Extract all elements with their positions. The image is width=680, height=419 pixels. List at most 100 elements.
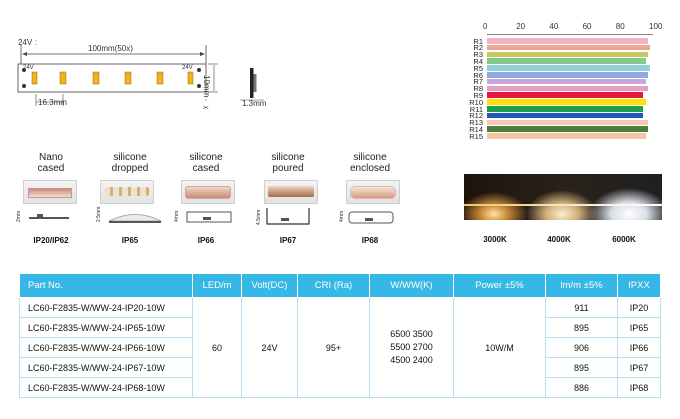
col-header-ww: W/WW(K) — [369, 273, 454, 298]
col-header-part-no: Part No. — [19, 273, 193, 298]
cri-tick-label: 80 — [615, 22, 625, 31]
cri-row-label: R6 — [473, 70, 483, 80]
protection-title: silicone — [271, 152, 305, 163]
pitch-label: 16.3mm — [38, 98, 67, 107]
pad-mark: 24V — [23, 65, 34, 71]
col-header-led-per-m: LED/m — [192, 273, 242, 298]
ww-line: 6500 3500 — [390, 329, 433, 339]
cri-row-label: R9 — [473, 90, 483, 100]
cri-bar — [487, 65, 650, 71]
ww-cell: 6500 3500 5500 2700 4500 2400 — [369, 297, 454, 398]
dim-label: 4mm — [339, 210, 345, 222]
ipxx-cell: IP66 — [617, 337, 661, 358]
silicone-cased-image — [181, 180, 235, 204]
lumens-cell: 886 — [545, 377, 618, 398]
protection-subtitle: dropped — [111, 163, 149, 174]
cri-row-label: R8 — [473, 84, 483, 94]
thickness-label: 1.3mm — [242, 99, 267, 108]
cri-row-label: R13 — [469, 118, 483, 128]
cri-bar — [487, 85, 649, 92]
led-per-m-cell: 60 — [192, 297, 242, 398]
dim-label: 4mm — [174, 210, 180, 222]
col-header-ipxx: IPXX — [617, 273, 661, 298]
protection-item-silicone-cased: silicone cased — [172, 152, 240, 174]
table-row: LC60-F2835-W/WW-24-IP20-10W 60 24V 95+ 6… — [19, 297, 661, 398]
protection-item-silicone-dropped: silicone dropped — [96, 152, 164, 174]
protection-code: IP67 — [279, 236, 297, 245]
pad-mark: 24V — [182, 65, 193, 71]
protection-code: IP66 — [197, 236, 215, 245]
table-row: LC60-F2835-W/WW-24-IP66-10W 906 IP66 — [19, 337, 661, 358]
cri-bar — [487, 106, 644, 112]
col-header-lumens: lm/m ±5% — [545, 273, 618, 298]
cri-bar — [487, 112, 644, 119]
silicone-poured-image — [264, 180, 318, 204]
cri-bar — [487, 72, 649, 78]
lumens-cell: 906 — [545, 337, 618, 358]
cri-tick-label: 60 — [582, 22, 592, 31]
protection-title: Nano — [39, 152, 63, 163]
cri-row-label: R14 — [469, 124, 483, 134]
protection-subtitle: enclosed — [349, 163, 391, 174]
cri-row-label: R4 — [473, 56, 483, 66]
lumens-cell: 895 — [545, 357, 618, 378]
protection-item-nano-cased: Nano cased — [17, 152, 85, 174]
cri-row-label: R12 — [469, 111, 483, 121]
cct-comparison-photo — [464, 174, 662, 220]
cri-row-label: R5 — [473, 63, 483, 73]
cri-bar — [487, 38, 649, 44]
cct-label-6000k: 6000K — [612, 235, 636, 244]
protection-item-silicone-poured: silicone poured — [254, 152, 322, 174]
protection-subtitle: cased — [192, 163, 220, 174]
cri-bar — [487, 126, 649, 132]
ww-line: 5500 2700 — [390, 342, 433, 352]
protection-subtitle: cased — [37, 163, 65, 174]
protection-code: IP20/IP62 — [33, 236, 69, 245]
cri-row-label: R7 — [473, 77, 483, 87]
cri-bar — [487, 119, 649, 126]
spec-table: Part No. LED/m Volt(DC) CRI (Ra) W/WW(K)… — [19, 273, 661, 398]
part-number: LC60-F2835-W/WW-24-IP65-10W — [19, 317, 193, 338]
cri-bar — [487, 44, 650, 51]
cri-tick-label: 0 — [483, 22, 488, 31]
dim-label: 2mm — [16, 210, 22, 222]
nano-cased-image — [23, 180, 77, 204]
width-label: 10mm — [202, 75, 211, 98]
cri-tick-label: 40 — [549, 22, 559, 31]
col-header-power: Power ±5% — [453, 273, 546, 298]
dim-label: 4.5mm — [256, 209, 262, 225]
cri-tick-label: 20 — [516, 22, 526, 31]
cri-axis-line — [487, 34, 653, 35]
table-header-row: Part No. LED/m Volt(DC) CRI (Ra) W/WW(K)… — [19, 273, 661, 298]
table-row: LC60-F2835-W/WW-24-IP65-10W 895 IP65 — [19, 317, 661, 338]
svg-text:✂: ✂ — [203, 105, 209, 112]
cri-row-label: R1 — [473, 36, 483, 46]
cri-bar — [487, 133, 647, 139]
cri-row-label: R3 — [473, 50, 483, 60]
cri-row-label: R11 — [469, 104, 483, 114]
ipxx-cell: IP67 — [617, 357, 661, 378]
protection-subtitle: poured — [272, 163, 304, 174]
power-cell: 10W/M — [453, 297, 546, 398]
cri-bar — [487, 51, 649, 58]
cri-row-label: R10 — [469, 97, 483, 107]
ipxx-cell: IP20 — [617, 297, 661, 318]
lumens-cell: 911 — [545, 297, 618, 318]
silicone-dropped-image — [100, 180, 154, 204]
cri-bar — [487, 78, 647, 85]
strip-diagram: ✂ — [17, 45, 264, 112]
protection-item-silicone-enclosed: silicone enclosed — [336, 152, 404, 174]
ipxx-cell: IP68 — [617, 377, 661, 398]
col-header-volt: Volt(DC) — [241, 273, 298, 298]
part-number: LC60-F2835-W/WW-24-IP68-10W — [19, 377, 193, 398]
cri-bar — [487, 99, 647, 105]
table-row: LC60-F2835-W/WW-24-IP68-10W 886 IP68 — [19, 377, 661, 398]
lumens-cell: 895 — [545, 317, 618, 338]
part-number: LC60-F2835-W/WW-24-IP67-10W — [19, 357, 193, 378]
silicone-enclosed-image — [346, 180, 400, 204]
cct-label-4000k: 4000K — [547, 235, 571, 244]
cri-bar — [487, 92, 644, 98]
part-number: LC60-F2835-W/WW-24-IP20-10W — [19, 297, 193, 318]
protection-title: silicone — [113, 152, 147, 163]
dim-label: 2.5mm — [96, 206, 102, 222]
